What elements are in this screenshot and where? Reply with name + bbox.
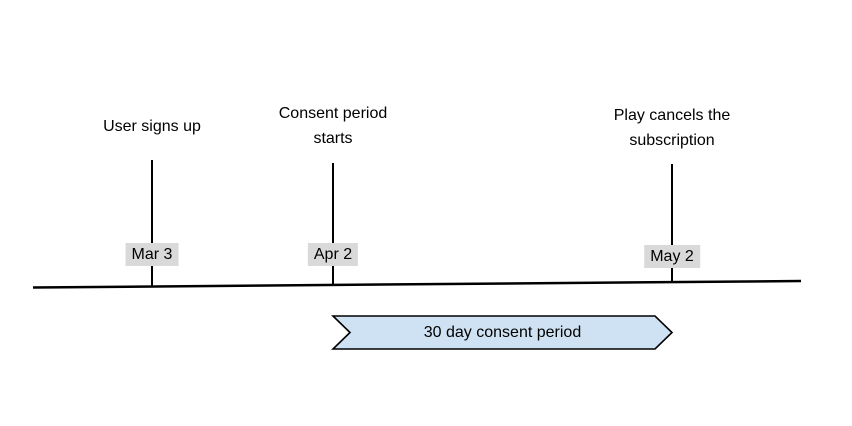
consent-period-arrow	[331, 315, 674, 350]
event-label-consent-period-starts: Consent period starts	[278, 105, 388, 147]
date-chip-mar3: Mar 3	[125, 243, 179, 266]
event-label-play-cancels-subscription: Play cancels the subscription	[613, 107, 731, 149]
date-chip-apr2: Apr 2	[307, 243, 359, 266]
timeline-axis-line	[32, 279, 802, 289]
consent-period-arrow-label: 30 day consent period	[423, 323, 582, 341]
event-label-user-signs-up: User signs up	[103, 118, 201, 135]
date-chip-may2: May 2	[644, 245, 700, 268]
